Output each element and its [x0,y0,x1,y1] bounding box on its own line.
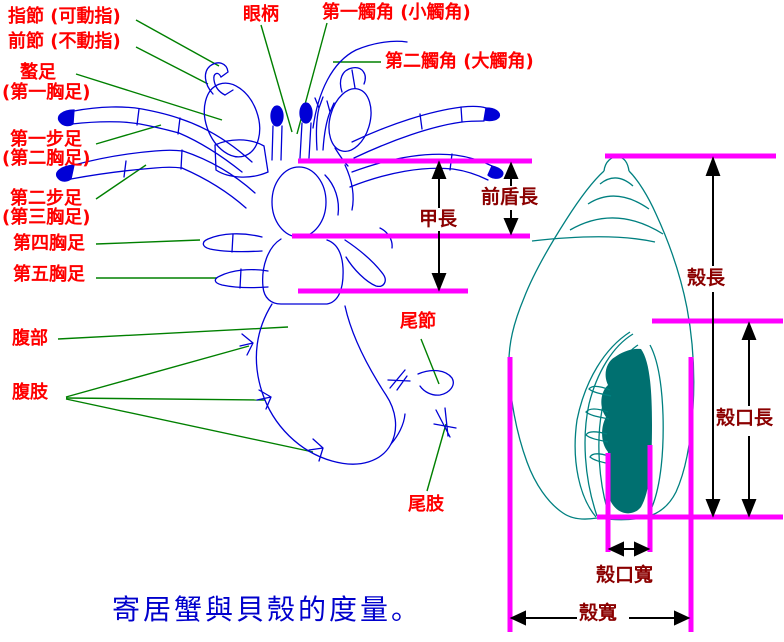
crab-thoracic-leg4 [202,233,263,253]
label-cheliped: 螯足 [20,62,56,83]
leader-abdomen [57,326,289,340]
label-first-antenna: 第一觸角 (小觸角) [322,2,471,23]
crab-second-antenna [312,40,408,129]
measurement-arrows [431,156,757,626]
leader-thoracic-leg4 [95,239,201,245]
label-walking-leg1-sub: (第二胸足) [2,148,91,169]
crab-carapace [262,238,344,305]
crab-shield [271,166,327,238]
arrow-shell-width [509,610,691,626]
arrow-aperture-width [607,541,651,557]
leader-pleopod-2 [65,397,266,401]
leader-pleopod-1 [65,345,250,398]
crab-dactyl [204,62,229,96]
crab-cheliped-palm [203,82,261,158]
label-aperture-width: 殼口寬 [596,564,654,586]
arrow-carapace-length [431,160,447,292]
leader-walking-leg1 [95,124,162,145]
leader-telson [420,338,440,385]
label-second-antenna: 第二觸角 (大觸角) [385,51,534,72]
leader-cheliped [75,73,223,121]
label-aperture-length: 殼口長 [716,407,774,429]
leader-lines [57,19,447,492]
label-thoracic-leg5: 第五胸足 [13,264,85,285]
label-walking-leg2-sub: (第三胸足) [2,207,91,228]
diagram-caption: 寄居蟹與貝殼的度量。 [112,593,423,626]
crab-telson [417,369,454,396]
crab-uropods [387,369,457,438]
label-thoracic-leg4: 第四胸足 [13,233,85,254]
shell-columella-folds [585,385,612,465]
label-walking-leg1: 第一步足 [10,129,82,150]
crab-eyestalks [271,122,312,161]
crab-thoracic-leg5 [214,268,269,289]
crab-cheliped-carpus [214,139,269,178]
label-shell-length: 殼長 [687,267,726,289]
shell-figure [508,156,695,521]
label-shell-width: 殼寬 [579,602,618,624]
label-walking-leg2: 第二步足 [10,188,82,209]
label-cheliped-sub: (第一胸足) [2,82,91,103]
label-shield-length: 前盾長 [481,186,539,208]
crab-walking-leg1 [57,106,253,173]
arrow-shell-length [705,156,721,518]
shell-outline-left [508,170,605,520]
label-abdomen: 腹部 [12,328,48,349]
label-telson: 尾節 [400,311,436,332]
crab-eye-right [299,102,313,124]
label-eyestalk: 眼柄 [243,4,279,25]
arrow-aperture-length [741,321,757,518]
leader-fixed-finger [135,46,209,85]
crab-abdomen [255,303,397,465]
measurement-lines [292,153,783,632]
crab-right-cheliped [328,88,372,152]
crab-pleopods [239,333,324,462]
crab-first-antenna [314,96,324,151]
shell-aperture [601,348,652,514]
leader-pleopod-3 [65,398,314,453]
crab-right-leg1 [351,105,501,159]
crab-eye-left [270,105,284,127]
label-fixed-finger: 前節 (不動指) [8,31,121,52]
leader-walking-leg2 [95,164,147,200]
label-uropods: 尾肢 [408,494,444,515]
leader-uropods [426,423,447,492]
leader-dactyl [135,19,220,67]
shell-apex [603,156,630,172]
label-carapace-length: 甲長 [419,208,458,230]
arrow-shield-length [503,161,519,236]
label-pleopods: 腹肢 [12,382,48,403]
leader-eyestalk [260,24,293,133]
hermit-crab-figure [56,40,504,465]
label-dactyl: 指節 (可動指) [8,6,121,27]
crab-walking-leg2 [56,149,256,209]
